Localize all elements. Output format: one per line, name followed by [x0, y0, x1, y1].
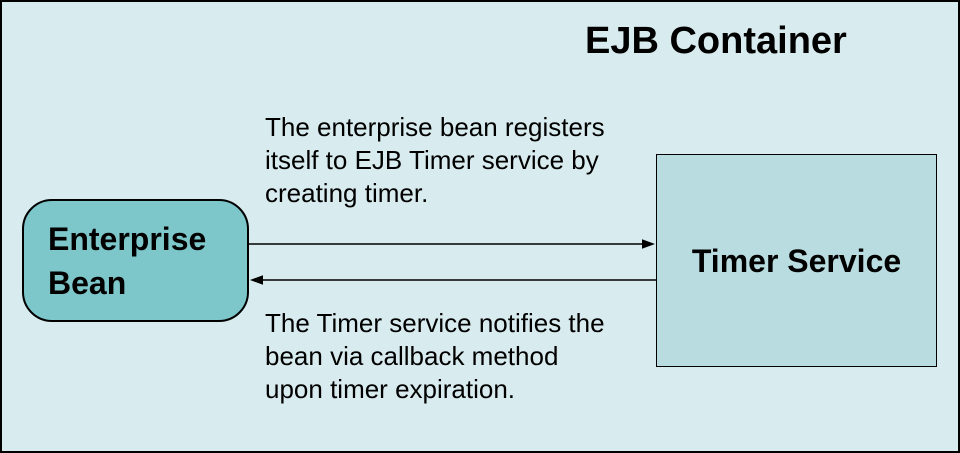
- register-arrowhead-icon: [642, 239, 655, 249]
- notify-annotation-line-3: upon timer expiration.: [265, 374, 516, 404]
- enterprise-bean-label-line-1: Enterprise: [48, 220, 207, 257]
- register-annotation-line-3: creating timer.: [265, 178, 429, 208]
- enterprise-bean-node: Enterprise Bean: [22, 199, 249, 322]
- notify-annotation-line-2: bean via callback method: [265, 341, 559, 371]
- notify-annotation: The Timer service notifies the bean via …: [265, 307, 605, 406]
- register-annotation: The enterprise bean registers itself to …: [265, 111, 605, 210]
- diagram-title: EJB Container: [585, 20, 847, 62]
- timer-service-node: Timer Service: [656, 154, 937, 367]
- register-annotation-line-2: itself to EJB Timer service by: [265, 145, 599, 175]
- timer-service-label: Timer Service: [691, 242, 902, 279]
- enterprise-bean-label-line-2: Bean: [48, 264, 127, 301]
- notify-arrowhead-icon: [250, 275, 263, 285]
- register-annotation-line-1: The enterprise bean registers: [265, 112, 605, 142]
- notify-annotation-line-1: The Timer service notifies the: [265, 308, 605, 338]
